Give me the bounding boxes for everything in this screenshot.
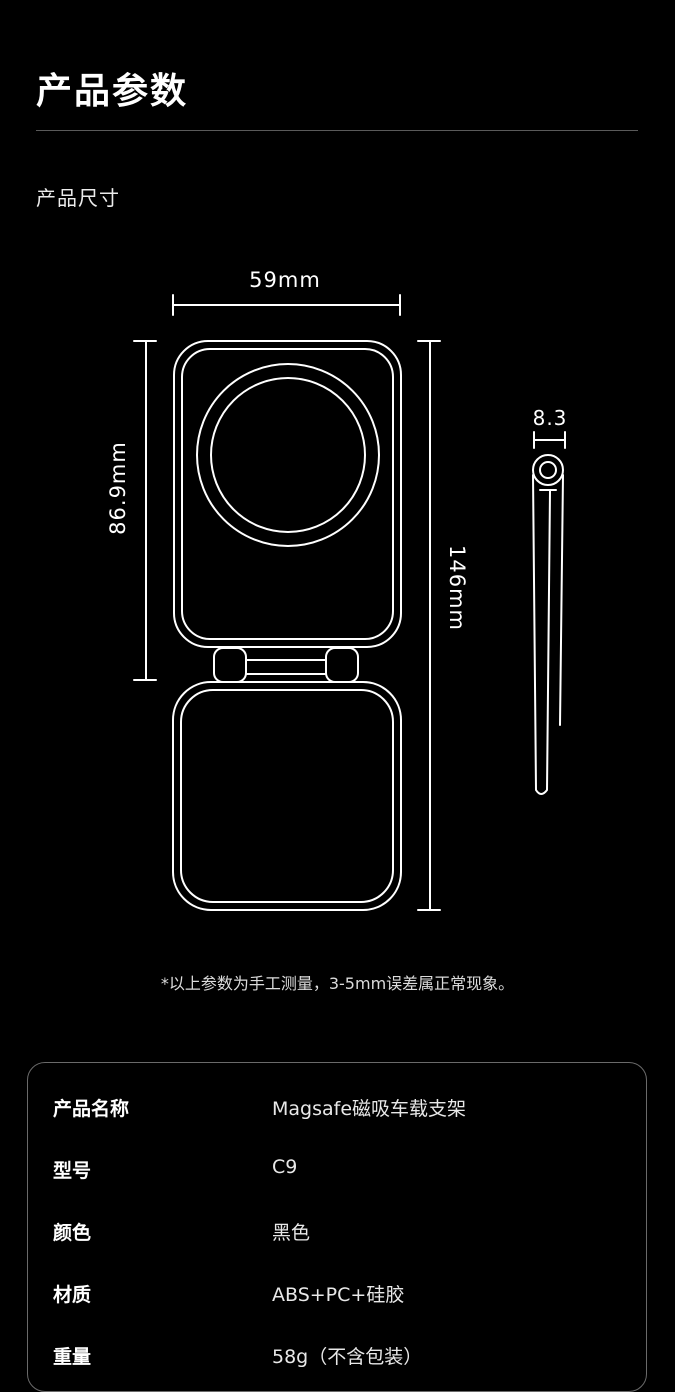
spec-row: 重量 58g（不含包装）	[28, 1342, 646, 1372]
spec-value: ABS+PC+硅胶	[272, 1284, 405, 1306]
lower-plate-outline	[172, 681, 402, 911]
spec-key: 型号	[53, 1160, 92, 1182]
spec-row: 材质 ABS+PC+硅胶	[28, 1280, 646, 1310]
spec-key: 材质	[53, 1284, 92, 1306]
spec-value: 58g（不含包装）	[272, 1346, 423, 1368]
measurement-note: *以上参数为手工测量，3-5mm误差属正常现象。	[160, 974, 515, 993]
top-height-label: 86.9mm	[106, 441, 130, 535]
magnetic-ring-icon	[196, 363, 380, 547]
width-dimension-line	[172, 294, 401, 316]
dimension-drawing: 59mm 86.9mm 146mm 8.3	[106, 268, 568, 911]
spec-table: 产品名称 Magsafe磁吸车载支架 型号 C9 颜色 黑色 材质 ABS+PC…	[27, 1062, 647, 1392]
total-height-dimension-line	[417, 340, 441, 911]
spec-row: 颜色 黑色	[28, 1218, 646, 1248]
title-divider	[36, 130, 638, 131]
spec-value: C9	[272, 1156, 298, 1178]
spec-value: Magsafe磁吸车载支架	[272, 1098, 467, 1120]
spec-key: 重量	[53, 1346, 92, 1368]
width-label: 59mm	[249, 268, 321, 292]
spec-row: 型号 C9	[28, 1156, 646, 1186]
hinge-outline	[213, 647, 359, 683]
page-title: 产品参数	[36, 71, 189, 112]
spec-value: 黑色	[272, 1222, 311, 1244]
thickness-label: 8.3	[533, 406, 568, 430]
top-height-dimension-line	[133, 340, 157, 681]
upper-plate-outline	[173, 340, 402, 648]
section-label-dimensions: 产品尺寸	[36, 186, 120, 210]
thickness-dimension-line	[533, 431, 566, 449]
spec-key: 产品名称	[53, 1098, 130, 1120]
spec-key: 颜色	[53, 1222, 92, 1244]
spec-row: 产品名称 Magsafe磁吸车载支架	[28, 1094, 646, 1124]
total-height-label: 146mm	[445, 545, 469, 631]
side-view-outline	[532, 454, 564, 795]
